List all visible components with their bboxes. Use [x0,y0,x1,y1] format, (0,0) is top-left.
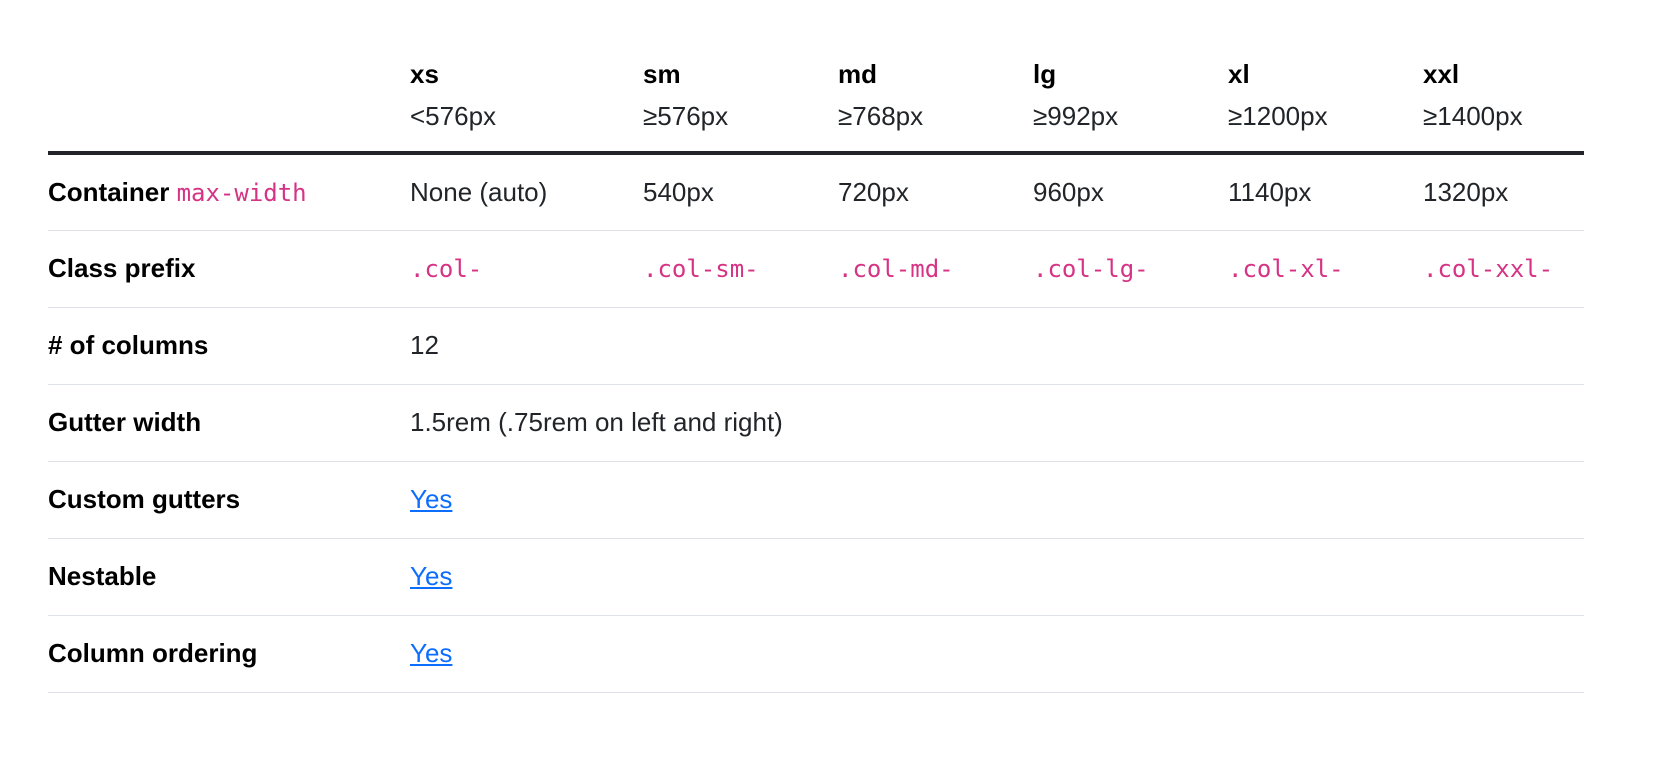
breakpoint-size: ≥576px [643,101,729,131]
cell-sm: 540px [643,153,838,231]
class-prefix-code: .col- [410,255,483,283]
cell-xl: 1140px [1228,153,1423,231]
class-prefix-code: .col-md- [838,255,954,283]
header-cell-xl: xl ≥1200px [1228,0,1423,155]
class-prefix-code: .col-sm- [643,255,759,283]
breakpoint-name: lg [1033,59,1057,89]
row-label: Custom gutters [48,461,410,539]
cell-lg: .col-lg- [1033,230,1228,308]
row-label-code: max-width [176,178,307,207]
cell-sm: .col-sm- [643,230,838,308]
table-body: Container max-width None (auto) 540px 72… [48,153,1584,693]
cell-xxl: .col-xxl- [1423,230,1584,308]
cell-xs: None (auto) [410,153,643,231]
header-empty-cell [48,0,410,155]
header-cell-xxl: xxl ≥1400px [1423,0,1584,155]
class-prefix-code: .col-xl- [1228,255,1344,283]
grid-options-table-wrapper: xs <576px sm ≥576px md ≥768px lg ≥992px … [48,0,1584,693]
row-label: Container max-width [48,153,410,231]
row-nestable: Nestable Yes [48,538,1584,616]
breakpoint-size: ≥992px [1033,101,1119,131]
breakpoint-size: <576px [410,101,497,131]
row-label: Gutter width [48,384,410,462]
row-label-text: Container [48,176,170,207]
row-label: Column ordering [48,615,410,693]
cell-xxl: 1320px [1423,153,1584,231]
breakpoint-name: md [838,59,877,89]
header-cell-sm: sm ≥576px [643,0,838,155]
cell-md: 720px [838,153,1033,231]
cell-value: 12 [410,307,1584,385]
breakpoint-name: xl [1228,59,1250,89]
row-number-of-columns: # of columns 12 [48,307,1584,385]
breakpoint-size: ≥1200px [1228,101,1328,131]
row-label: # of columns [48,307,410,385]
class-prefix-code: .col-lg- [1033,255,1149,283]
breakpoint-name: xxl [1423,59,1460,89]
row-class-prefix: Class prefix .col- .col-sm- .col-md- .co… [48,230,1584,308]
cell-value: Yes [410,615,1584,693]
cell-lg: 960px [1033,153,1228,231]
row-label: Nestable [48,538,410,616]
table-header: xs <576px sm ≥576px md ≥768px lg ≥992px … [48,0,1584,155]
grid-options-table: xs <576px sm ≥576px md ≥768px lg ≥992px … [48,0,1584,693]
cell-md: .col-md- [838,230,1033,308]
nestable-link[interactable]: Yes [410,561,453,591]
cell-value: Yes [410,538,1584,616]
breakpoint-name: sm [643,59,681,89]
row-column-ordering: Column ordering Yes [48,615,1584,693]
breakpoint-size: ≥1400px [1423,101,1523,131]
breakpoint-size: ≥768px [838,101,924,131]
header-cell-lg: lg ≥992px [1033,0,1228,155]
row-gutter-width: Gutter width 1.5rem (.75rem on left and … [48,384,1584,462]
row-label: Class prefix [48,230,410,308]
breakpoint-name: xs [410,59,439,89]
column-ordering-link[interactable]: Yes [410,638,453,668]
row-container-max-width: Container max-width None (auto) 540px 72… [48,153,1584,231]
cell-xs: .col- [410,230,643,308]
header-cell-md: md ≥768px [838,0,1033,155]
cell-xl: .col-xl- [1228,230,1423,308]
cell-value: Yes [410,461,1584,539]
header-cell-xs: xs <576px [410,0,643,155]
custom-gutters-link[interactable]: Yes [410,484,453,514]
row-custom-gutters: Custom gutters Yes [48,461,1584,539]
header-row: xs <576px sm ≥576px md ≥768px lg ≥992px … [48,0,1584,155]
class-prefix-code: .col-xxl- [1423,255,1554,283]
cell-value: 1.5rem (.75rem on left and right) [410,384,1584,462]
